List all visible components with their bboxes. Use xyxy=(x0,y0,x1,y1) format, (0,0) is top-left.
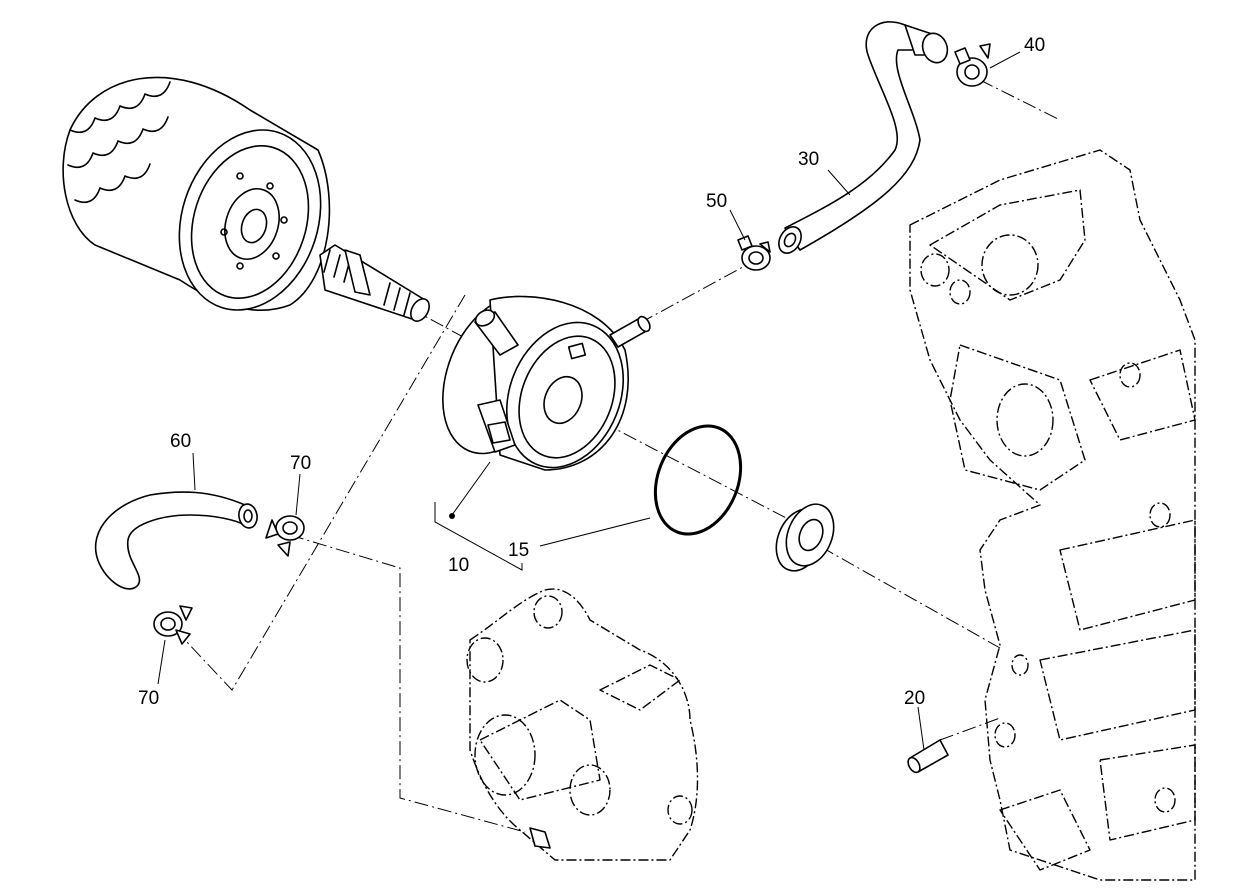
callout-40: 40 xyxy=(1024,35,1045,56)
hose-60 xyxy=(94,491,258,590)
callout-70-lower: 70 xyxy=(138,688,159,709)
oil-filter xyxy=(62,76,331,312)
callout-50: 50 xyxy=(706,191,727,212)
callout-60: 60 xyxy=(170,431,191,452)
callout-30: 30 xyxy=(798,149,819,170)
callout-20: 20 xyxy=(904,688,925,709)
callout-labels: 40 30 50 60 70 15 10 70 20 xyxy=(138,35,1045,709)
hose-clamp-70-lower xyxy=(153,605,193,645)
hose-clamp-40 xyxy=(954,43,991,87)
hose-30 xyxy=(778,21,949,254)
oil-cooler xyxy=(442,295,651,471)
o-ring xyxy=(653,424,743,536)
seal-washer xyxy=(775,503,835,572)
engine-block xyxy=(909,149,1196,881)
threaded-connector xyxy=(319,244,430,322)
dowel-pin xyxy=(907,739,949,774)
callout-15: 15 xyxy=(508,540,529,561)
callout-10: 10 xyxy=(448,555,469,576)
leader-lines xyxy=(157,51,1021,751)
hose-clamp-70-upper xyxy=(265,515,305,557)
water-pump-housing xyxy=(466,588,699,861)
hose-clamp-50 xyxy=(737,235,771,271)
callout-70-upper: 70 xyxy=(290,453,311,474)
